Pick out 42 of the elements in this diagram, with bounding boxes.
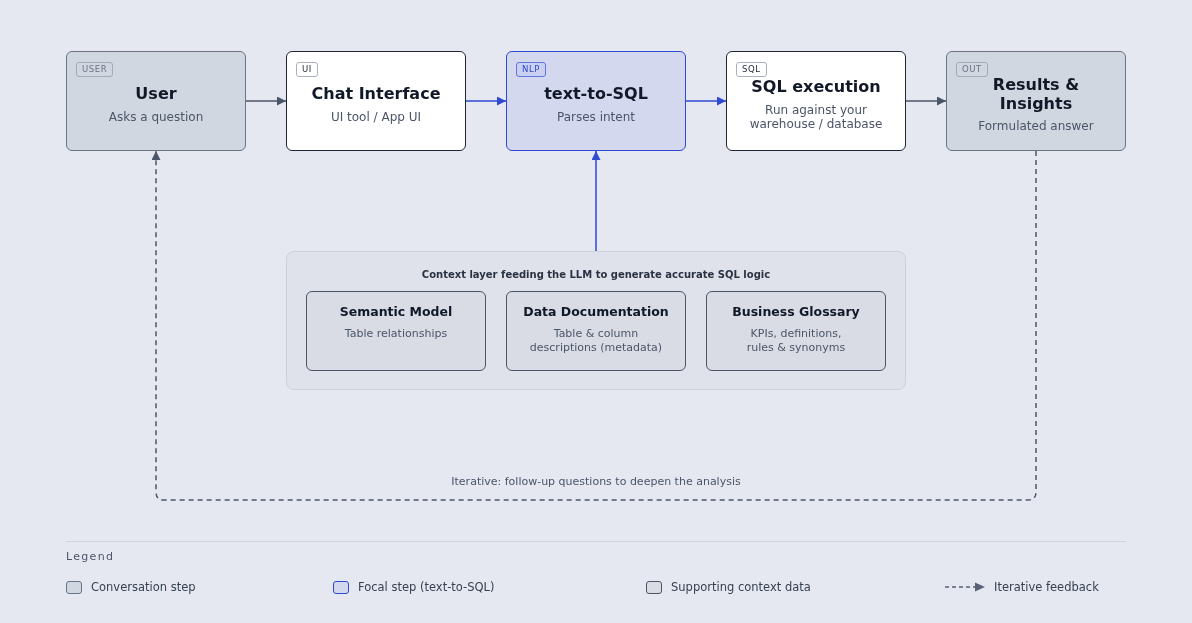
context-box xyxy=(706,291,886,371)
legend-text: Focal step (text-to-SQL) xyxy=(358,580,495,594)
process-box xyxy=(286,51,466,151)
node-description: Asks a question xyxy=(108,109,204,124)
node-title: SQL execution xyxy=(751,77,881,97)
step-tag: NLP xyxy=(516,62,547,77)
node-title: User xyxy=(135,84,177,104)
step-tag: SQL xyxy=(736,62,767,77)
node-title: Data Documentation xyxy=(523,304,669,319)
step-tag: USER xyxy=(76,62,114,77)
legend-text: Conversation step xyxy=(91,580,196,594)
node-title: Business Glossary xyxy=(732,304,860,319)
legend-text: Supporting context data xyxy=(671,580,811,594)
focal-process-box xyxy=(506,51,686,151)
node-description: KPIs, definitions, rules & synonyms xyxy=(745,327,847,355)
node-description: Run against your warehouse / database xyxy=(748,102,884,131)
process-box xyxy=(66,51,246,151)
legend-heading: Legend xyxy=(66,550,115,564)
arrow xyxy=(685,96,727,106)
process-box xyxy=(946,51,1126,151)
arrow xyxy=(465,96,507,106)
arrow xyxy=(905,96,947,106)
node-description: Table relationships xyxy=(344,327,448,341)
node-title: Results & Insights xyxy=(991,74,1081,114)
node-title: Chat Interface xyxy=(311,84,441,104)
context-box xyxy=(306,291,486,371)
node-title: text-to-SQL xyxy=(544,84,648,104)
node-title: Semantic Model xyxy=(339,304,453,319)
node-description: UI tool / App UI xyxy=(330,109,422,124)
step-tag: OUT xyxy=(956,62,988,77)
node-description: Parses intent xyxy=(557,109,635,124)
node-description: Table & column descriptions (metadata) xyxy=(528,327,664,355)
context-box xyxy=(506,291,686,371)
step-tag: UI xyxy=(296,62,318,77)
context-layer-panel xyxy=(286,251,906,390)
dashed-arrow xyxy=(151,150,1037,501)
legend-text: Iterative feedback xyxy=(994,580,1099,594)
arrow xyxy=(591,150,601,252)
process-box xyxy=(726,51,906,151)
panel-heading: Context layer feeding the LLM to generate accurate SQL logic xyxy=(421,269,771,281)
arrow xyxy=(245,96,287,106)
node-description: Formulated answer xyxy=(978,119,1094,134)
